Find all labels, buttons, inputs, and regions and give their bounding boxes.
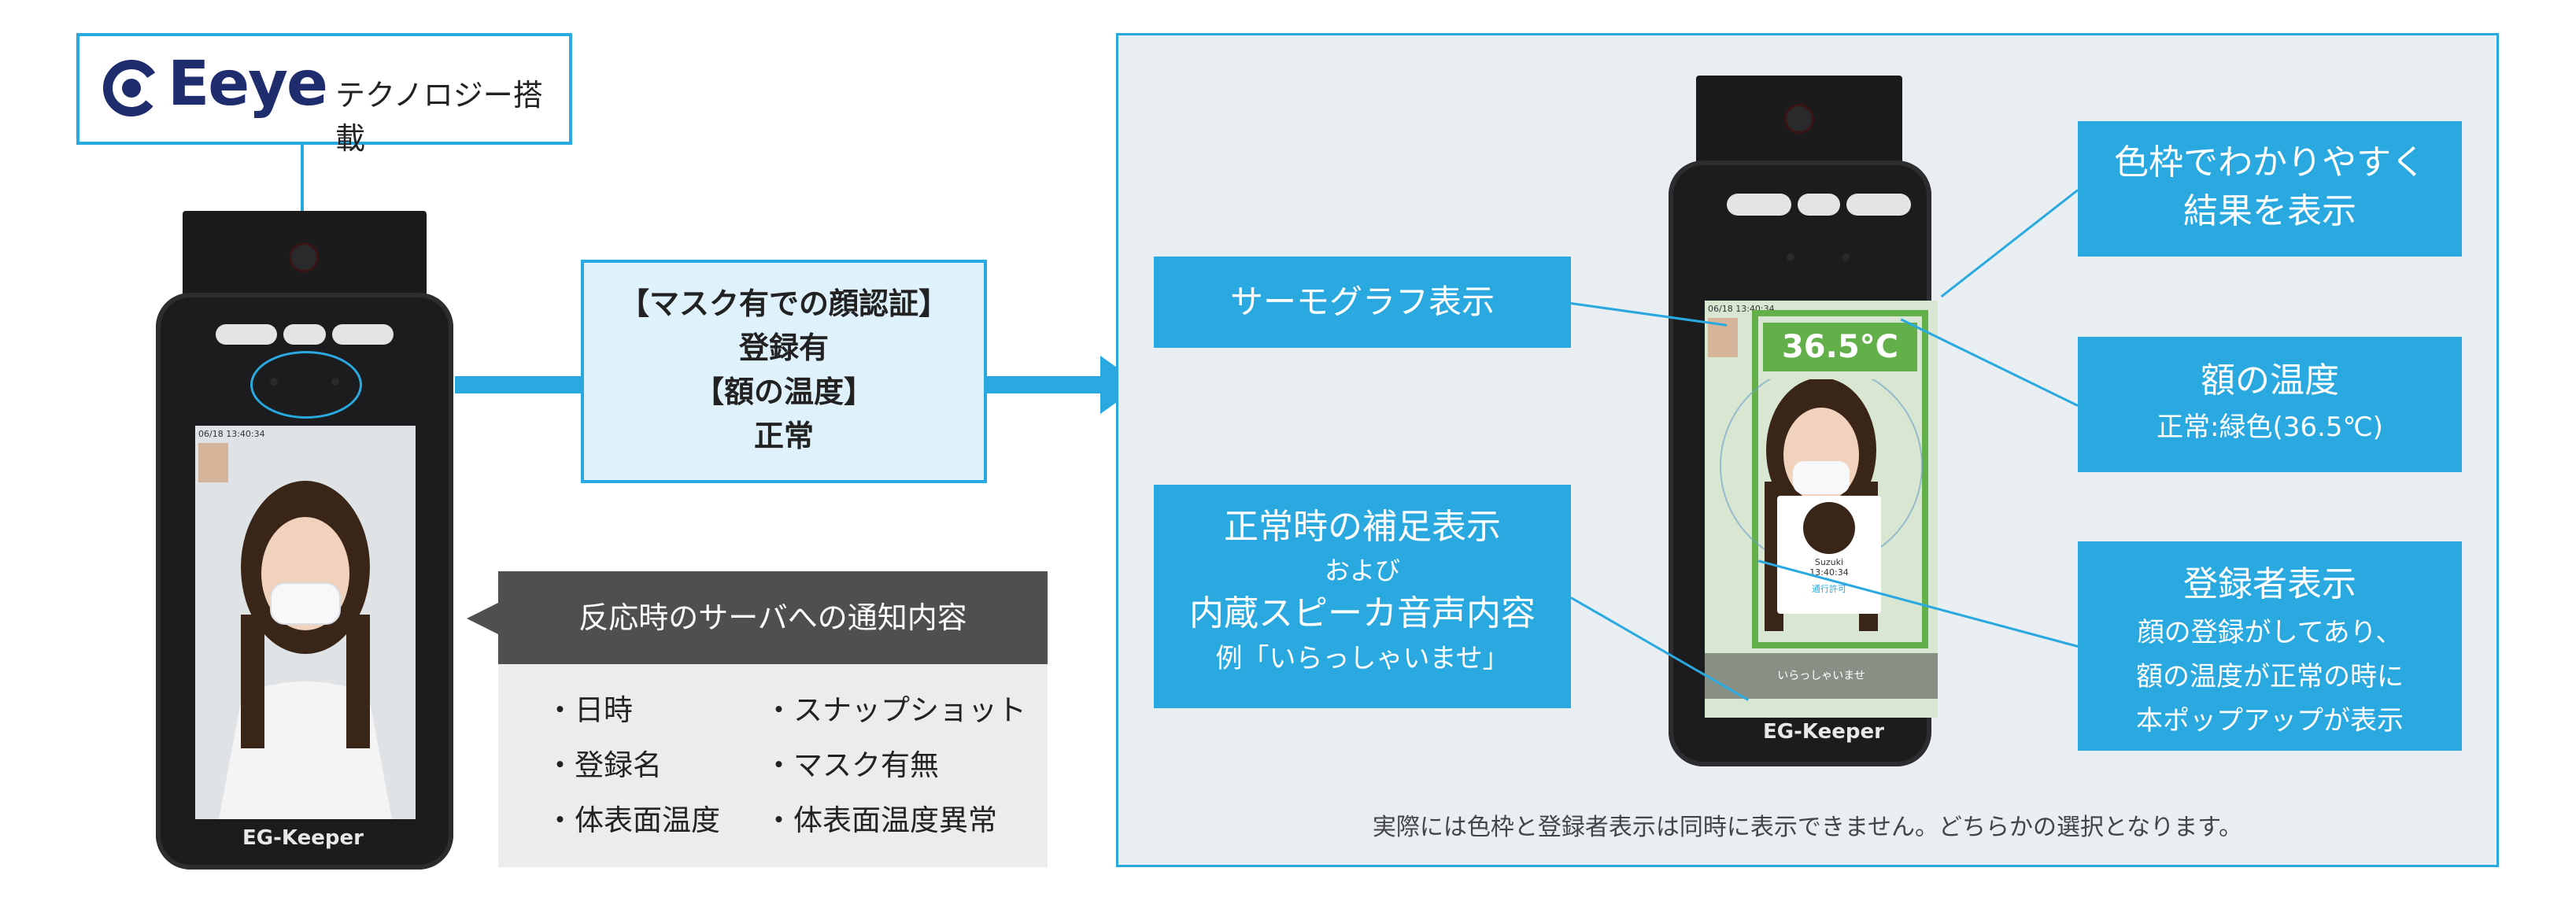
eeye-logo-box: Eeye テクノロジー搭載 [76, 33, 572, 156]
left-device-screen: 06/18 13:40:34 [195, 426, 416, 819]
mask-auth-line: 【額の温度】 [693, 375, 874, 409]
popup-time: 13:40:34 [1809, 567, 1849, 578]
registrant-popup: Suzuki 13:40:34 通行許可 [1777, 496, 1881, 614]
sensor-highlight-ellipse [250, 351, 362, 419]
color-frame-label: 色枠でわかりやすく 結果を表示 [2078, 121, 2462, 257]
sensor-pill [1846, 194, 1911, 216]
normal-supplement-title: 正常時の補足表示 [1224, 507, 1501, 547]
registrant-line: 顔の登録がしてあり、 [2137, 617, 2403, 648]
notify-header: 反応時のサーバへの通知内容 [498, 571, 1048, 664]
popup-status: 通行許可 [1812, 584, 1846, 594]
notify-pointer-icon [467, 603, 498, 634]
footnote: 実際には色枠と登録者表示は同時に表示できません。どちらかの選択となります。 [1372, 814, 2243, 841]
speaker-content-title: 内蔵スピーカ音声内容 [1189, 593, 1536, 633]
color-frame-label-line: 結果を表示 [2183, 191, 2356, 231]
registrant-line: 本ポップアップが表示 [2136, 705, 2404, 737]
mask-auth-line: 登録有 [738, 330, 829, 365]
greeting-banner: いらっしゃいませ [1705, 653, 1938, 699]
mask-auth-line: 【マスク有での顔認証】 [619, 286, 948, 321]
notify-title: 反応時のサーバへの通知内容 [578, 600, 967, 635]
forehead-temp-sub: 正常:緑色(36.5℃) [2157, 412, 2383, 443]
greeting-example: 例「いらっしゃいませ」 [1215, 643, 1510, 674]
mask-auth-line: 正常 [753, 419, 814, 453]
sensor-pill [283, 324, 326, 345]
right-device-brand: EG-Keeper [1763, 720, 1884, 744]
person-image [219, 481, 392, 819]
right-device-screen: 06/18 13:40:34 36.5°C Suzuki 13:40:34 通行… [1705, 301, 1938, 718]
sensor-pill [1727, 194, 1791, 216]
eeye-logo-icon [103, 60, 160, 116]
registrant-avatar [1803, 502, 1855, 554]
mask-auth-box: 【マスク有での顔認証】 登録有 【額の温度】 正常 [581, 260, 987, 483]
notify-item: ・体表面温度異常 [764, 803, 997, 837]
color-frame-label-line: 色枠でわかりやすく [2114, 142, 2426, 183]
notify-item: ・マスク有無 [764, 748, 939, 782]
notify-item: ・登録名 [545, 748, 662, 782]
camera-lens-icon [289, 242, 319, 272]
forehead-temp-label: 額の温度 正常:緑色(36.5℃) [2078, 337, 2462, 472]
snapshot-thumbnail [198, 443, 228, 482]
notify-item: ・体表面温度 [545, 803, 720, 837]
registrant-line: 額の温度が正常の時に [2136, 661, 2404, 692]
eeye-wordmark: Eeye [168, 49, 328, 120]
registrant-label: 登録者表示 顔の登録がしてあり、 額の温度が正常の時に 本ポップアップが表示 [2078, 541, 2462, 751]
camera-lens-icon [1784, 104, 1814, 134]
color-frame [1752, 310, 1928, 648]
sensor-pill [332, 324, 394, 345]
normal-supplement-and: および [1324, 556, 1400, 585]
forehead-temp-title: 額の温度 [2201, 360, 2339, 401]
thermograph-label: サーモグラフ表示 [1154, 257, 1571, 348]
normal-supplement-label: 正常時の補足表示 および 内蔵スピーカ音声内容 例「いらっしゃいませ」 [1154, 485, 1571, 708]
device-camera-module [1696, 76, 1902, 164]
device-camera-module [183, 211, 427, 304]
registrant-title: 登録者表示 [2183, 564, 2356, 604]
notify-item: ・日時 [545, 693, 633, 727]
notify-list: ・日時 ・スナップショット ・登録名 ・マスク有無 ・体表面温度 ・体表面温度異… [498, 664, 1048, 867]
temperature-display: 36.5°C [1763, 323, 1917, 371]
screen-timestamp: 06/18 13:40:34 [198, 429, 265, 439]
notify-item: ・スナップショット [764, 693, 1026, 727]
sensor-dot-icon [1842, 253, 1850, 261]
left-device-brand: EG-Keeper [242, 826, 364, 850]
sensor-pill [216, 324, 277, 345]
sensor-dot-icon [1787, 253, 1794, 261]
sensor-pill [1798, 194, 1840, 216]
popup-name: Suzuki [1814, 557, 1844, 567]
eeye-tagline: テクノロジー搭載 [335, 78, 543, 156]
